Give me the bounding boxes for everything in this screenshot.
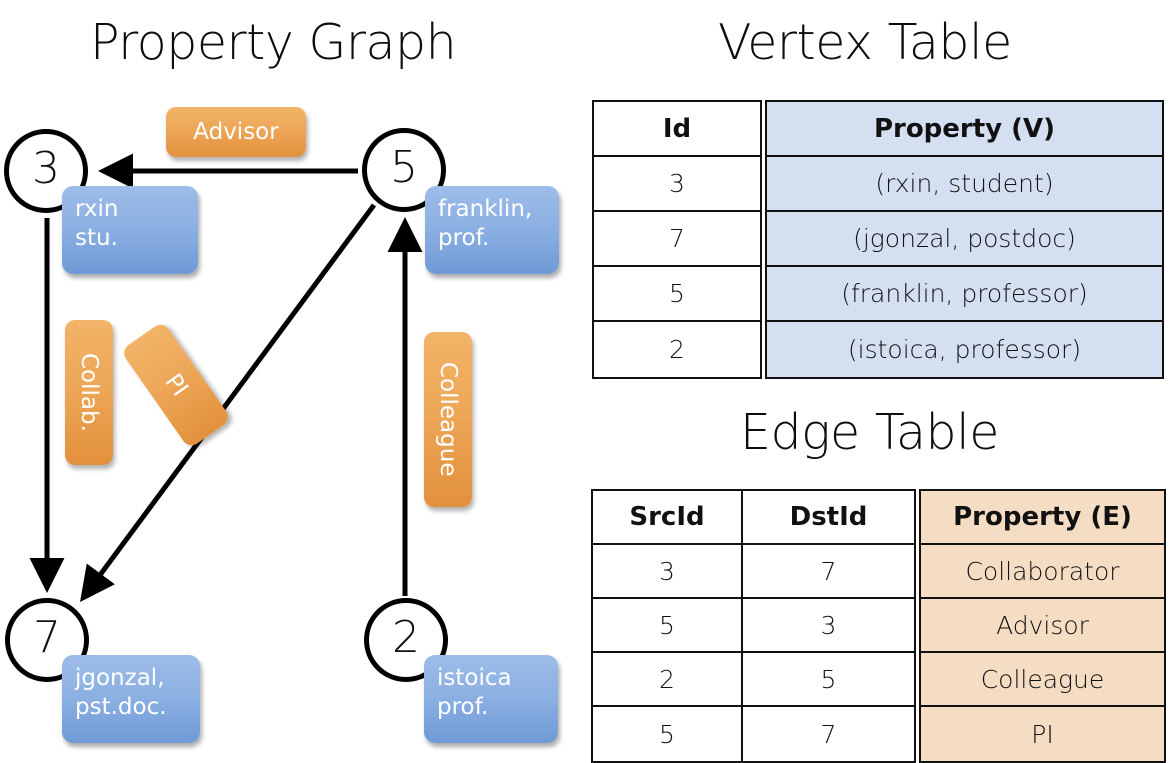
vertex-table-column-id: Id 3 7 5 2 <box>592 100 762 379</box>
edge-label-collab: Collab. <box>65 320 113 465</box>
edge-table-cell-property: PI <box>921 707 1164 761</box>
vertex-table-column-property: Property (V) (rxin, student) (jgonzal, p… <box>765 100 1164 379</box>
edge-table-header-property: Property (E) <box>921 491 1164 545</box>
vertex-table-cell-id: 2 <box>669 335 685 364</box>
edge-table-column-dstid: DstId 7 3 5 7 <box>741 489 916 763</box>
edge-table-cell-srcid: 5 <box>659 719 675 749</box>
edge-table-cell-dstid: 7 <box>743 545 914 599</box>
edge-line-pi <box>80 203 377 603</box>
property-box-franklin: franklin, prof. <box>425 186 559 274</box>
property-box-jgonzal: jgonzal, pst.doc. <box>62 655 200 743</box>
edge-table-cell-dstid: 5 <box>743 653 914 707</box>
edge-table-cell-srcid: 5 <box>593 599 741 653</box>
edge-table-column-property: Property (E) Collaborator Advisor Collea… <box>919 489 1166 763</box>
edge-table-cell-dstid: 3 <box>743 599 914 653</box>
property-graph-diagram: Advisor Collab. PI Colleague 3 5 7 2 rxi… <box>0 0 585 760</box>
property-box-istoica-line2: prof. <box>437 694 489 721</box>
graph-node-2-label: 2 <box>392 612 420 663</box>
edge-table-cell-srcid: 2 <box>593 653 741 707</box>
property-box-rxin-line1: rxin <box>75 196 119 222</box>
edge-table-header-srcid: SrcId <box>593 491 741 545</box>
graph-node-3-label: 3 <box>32 143 60 194</box>
vertex-table-cell-property: (jgonzal, postdoc) <box>767 212 1162 267</box>
vertex-table-cell-property: (istoica, professor) <box>767 322 1162 377</box>
edge-label-colleague-text: Colleague <box>435 362 461 477</box>
vertex-table-header-id: Id <box>594 102 760 157</box>
property-box-jgonzal-line2: pst.doc. <box>75 694 167 721</box>
vertex-table-header-property: Property (V) <box>767 102 1162 157</box>
property-box-franklin-line1: franklin, <box>438 196 533 222</box>
edge-label-pi-text: PI <box>159 369 193 401</box>
graph-edges-svg <box>29 153 423 603</box>
vertex-table-cell-id: 5 <box>594 267 760 322</box>
edge-table-cell-property: Collaborator <box>921 545 1164 599</box>
vertex-table-cell-id: 7 <box>594 212 760 267</box>
property-box-rxin-line2: stu. <box>75 225 118 252</box>
edge-table-cell-property: Colleague <box>921 653 1164 707</box>
page-title-vertex-table: Vertex Table <box>718 14 1012 71</box>
edge-label-collab-text: Collab. <box>76 353 102 432</box>
property-box-rxin: rxin stu. <box>62 186 198 274</box>
edge-table-column-srcid: SrcId 3 5 2 5 <box>591 489 741 763</box>
page-title-edge-table: Edge Table <box>740 404 999 461</box>
edge-table: SrcId 3 5 2 5 DstId 7 3 5 7 Property (E)… <box>591 489 1166 763</box>
vertex-table-cell-id: 3 <box>594 157 760 212</box>
graph-node-7-label: 7 <box>33 612 61 663</box>
edge-label-advisor-text: Advisor <box>193 119 279 145</box>
property-box-franklin-line2: prof. <box>438 225 490 252</box>
edge-label-advisor: Advisor <box>166 107 306 157</box>
graph-node-5[interactable]: 5 <box>362 128 446 212</box>
page-title-property-graph: Property Graph <box>90 14 457 71</box>
vertex-table-cell-property: (franklin, professor) <box>767 267 1162 322</box>
vertex-table-cell-property: (rxin, student) <box>767 157 1162 212</box>
property-box-istoica-line1: istoica <box>437 665 512 691</box>
edge-table-cell-property: Advisor <box>921 599 1164 653</box>
edge-table-cell-dstid: 7 <box>820 719 837 749</box>
edge-label-colleague: Colleague <box>424 332 472 507</box>
edge-table-header-dstid: DstId <box>743 491 914 545</box>
graph-node-2[interactable]: 2 <box>364 598 448 682</box>
property-box-istoica: istoica prof. <box>424 655 558 743</box>
vertex-table: Id 3 7 5 2 Property (V) (rxin, student) … <box>592 100 1164 379</box>
property-box-jgonzal-line1: jgonzal, <box>75 665 165 691</box>
graph-node-5-label: 5 <box>390 142 418 193</box>
edge-table-cell-srcid: 3 <box>593 545 741 599</box>
